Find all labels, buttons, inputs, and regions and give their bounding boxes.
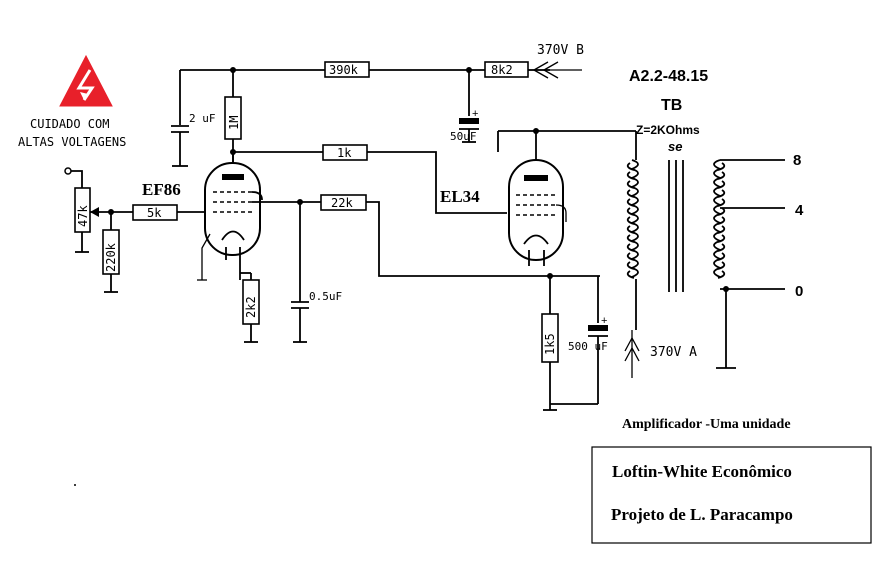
resistor-220k-label: 220k	[104, 242, 118, 272]
tube-ef86-label: EF86	[142, 180, 181, 199]
resistor-220k: 220k	[102, 212, 120, 293]
supply-b-arrow	[528, 61, 582, 79]
capacitor-50uF-label: 50uF	[450, 130, 477, 143]
resistor-5k-label: 5k	[147, 206, 162, 220]
resistor-1M-label: 1M	[227, 116, 241, 130]
resistor-390k: 390k	[324, 61, 370, 78]
tap-0-label: 0	[795, 283, 803, 300]
transformer-type: se	[668, 139, 682, 154]
resistor-22k-label: 22k	[331, 196, 353, 210]
resistor-8k2-label: 8k2	[491, 63, 513, 77]
tube-ef86	[197, 152, 300, 281]
model-code: A2.2-48.15	[629, 68, 708, 85]
resistor-47k-label: 47k	[76, 205, 90, 227]
el34-plate-wiring	[497, 128, 636, 152]
resistor-5k: 5k	[132, 204, 214, 221]
resistor-2k2-label: 2k2	[244, 296, 258, 318]
capacitor-500uF-label: 500 uF	[568, 340, 608, 353]
resistor-1k5-label: 1k5	[543, 333, 557, 355]
supply-a-arrow	[624, 330, 640, 378]
capacitor-50uF: +	[459, 70, 479, 143]
capacitor-2uF-label: 2 uF	[189, 112, 216, 125]
capacitor-50uF-plus: +	[472, 108, 478, 120]
high-voltage-warning-icon	[59, 54, 113, 107]
tap-8-label: 8	[793, 152, 801, 169]
title-box: Loftin-White Econômico Projeto de L. Par…	[591, 446, 872, 544]
transformer-name: TB	[661, 97, 682, 114]
transformer-impedance: Z=2KOhms	[636, 123, 700, 137]
caption: Amplificador -Uma unidade	[622, 417, 791, 432]
input-potentiometer-47k: 47k	[64, 167, 133, 253]
capacitor-500uF: +	[588, 276, 608, 404]
tube-el34-label: EL34	[440, 187, 480, 206]
capacitor-05uF-label: 0.5uF	[309, 290, 342, 303]
resistor-390k-label: 390k	[329, 63, 359, 77]
capacitor-500uF-plus: +	[601, 315, 607, 327]
supply-b-label: 370V B	[537, 43, 584, 58]
resistor-1M: 1M	[224, 70, 242, 165]
tap-4-label: 4	[795, 202, 804, 219]
resistor-1k-label: 1k	[337, 146, 352, 160]
resistor-1k: 1k	[233, 144, 507, 214]
resistor-8k2: 8k2	[484, 61, 529, 78]
capacitor-2uF	[171, 125, 189, 167]
resistor-22k: 22k	[300, 194, 600, 277]
title-line2: Projeto de L. Paracampo	[611, 505, 793, 524]
resistor-2k2: 2k2	[239, 260, 260, 343]
warning-line2: ALTAS VOLTAGENS	[18, 135, 126, 149]
capacitor-05uF	[291, 199, 309, 343]
output-transformer	[626, 131, 785, 369]
warning-line1: CUIDADO COM	[30, 117, 109, 131]
title-line1: Loftin-White Econômico	[612, 462, 792, 481]
resistor-1k5: 1k5	[541, 273, 598, 411]
tube-el34	[508, 131, 567, 266]
supply-a-label: 370V A	[650, 345, 697, 360]
